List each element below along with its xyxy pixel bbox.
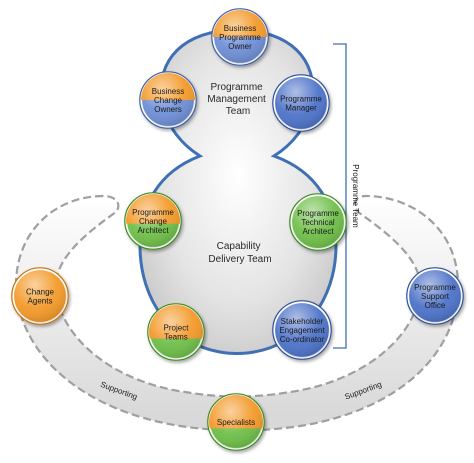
role-label-line: Programme [297, 209, 339, 218]
role-label-line: Change [26, 288, 55, 297]
management-team-line: Programme [210, 82, 263, 93]
role-circle [11, 267, 69, 325]
role-label-line: Stakeholder [281, 317, 324, 326]
supporting-band [14, 194, 460, 432]
capability-team-label: Capability Delivery Team [208, 241, 271, 265]
role-label-line: Specialists [217, 418, 255, 427]
role-circle [272, 300, 332, 360]
role-circle [124, 192, 182, 250]
role-label-line: Project [164, 324, 190, 333]
role-label-line: Teams [164, 333, 188, 342]
role-circle [211, 8, 269, 66]
role-circle-ring [124, 192, 182, 250]
role-label-line: Owner [228, 42, 252, 51]
role-label-line: Programme [219, 33, 261, 42]
role-circle-gloss [291, 195, 345, 249]
role-circle-ring [11, 267, 69, 325]
management-team-line: Team [226, 106, 250, 117]
role-circle-ring [147, 303, 205, 361]
role-circle-ring [211, 8, 269, 66]
role-circle-ring [289, 193, 347, 251]
role-circle [147, 303, 205, 361]
capability-team-line: Delivery Team [208, 254, 271, 265]
role-label-line: Programme [280, 95, 322, 104]
role-label-line: Programme [414, 283, 456, 292]
bracket-line [333, 43, 347, 349]
role-specialists: Specialists [207, 393, 265, 451]
role-circle-ring [272, 300, 332, 360]
programme-team-bracket: Programme Team [333, 43, 360, 349]
role-label-line: Technical [301, 218, 335, 227]
bracket-label: Programme Team [351, 164, 360, 228]
role-label-line: Business [152, 87, 184, 96]
role-circle-gloss [408, 269, 462, 323]
role-label-line: Change [139, 217, 168, 226]
role-label: Specialists [217, 418, 255, 427]
role-label-line: Engagement [279, 326, 325, 335]
role-circle-gloss [141, 73, 195, 127]
role-circle [406, 267, 464, 325]
role-label-line: Change [154, 96, 183, 105]
role-circle-gloss [13, 269, 67, 323]
role-circle-ring [139, 71, 197, 129]
role-circle-gloss [274, 302, 330, 358]
role-label-line: Support [421, 292, 450, 301]
role-circle-ring [207, 393, 265, 451]
role-label-line: Architect [302, 227, 334, 236]
role-label-line: Manager [285, 104, 317, 113]
role-circle [207, 393, 265, 451]
role-circle [272, 74, 330, 132]
role-label-line: Office [425, 301, 446, 310]
role-label-line: Co-ordinator [280, 335, 325, 344]
role-label-line: Business [224, 24, 256, 33]
role-label-line: Owners [154, 105, 182, 114]
management-team-line: Management [207, 94, 266, 105]
role-circle-gloss [149, 305, 203, 359]
supporting-band-shape [14, 194, 460, 432]
role-circle-ring [272, 74, 330, 132]
role-circle-gloss [126, 194, 180, 248]
role-label-line: Architect [137, 226, 169, 235]
role-circle-gloss [274, 76, 328, 130]
role-label-line: Programme [132, 208, 174, 217]
role-circle-gloss [213, 10, 267, 64]
role-circle [289, 193, 347, 251]
capability-team-line: Capability [217, 241, 261, 252]
management-team-label: Programme Management Team [207, 82, 268, 117]
role-label-line: Agents [28, 297, 53, 306]
role-circle-gloss [209, 395, 263, 449]
role-circle [139, 71, 197, 129]
role-circle-ring [406, 267, 464, 325]
